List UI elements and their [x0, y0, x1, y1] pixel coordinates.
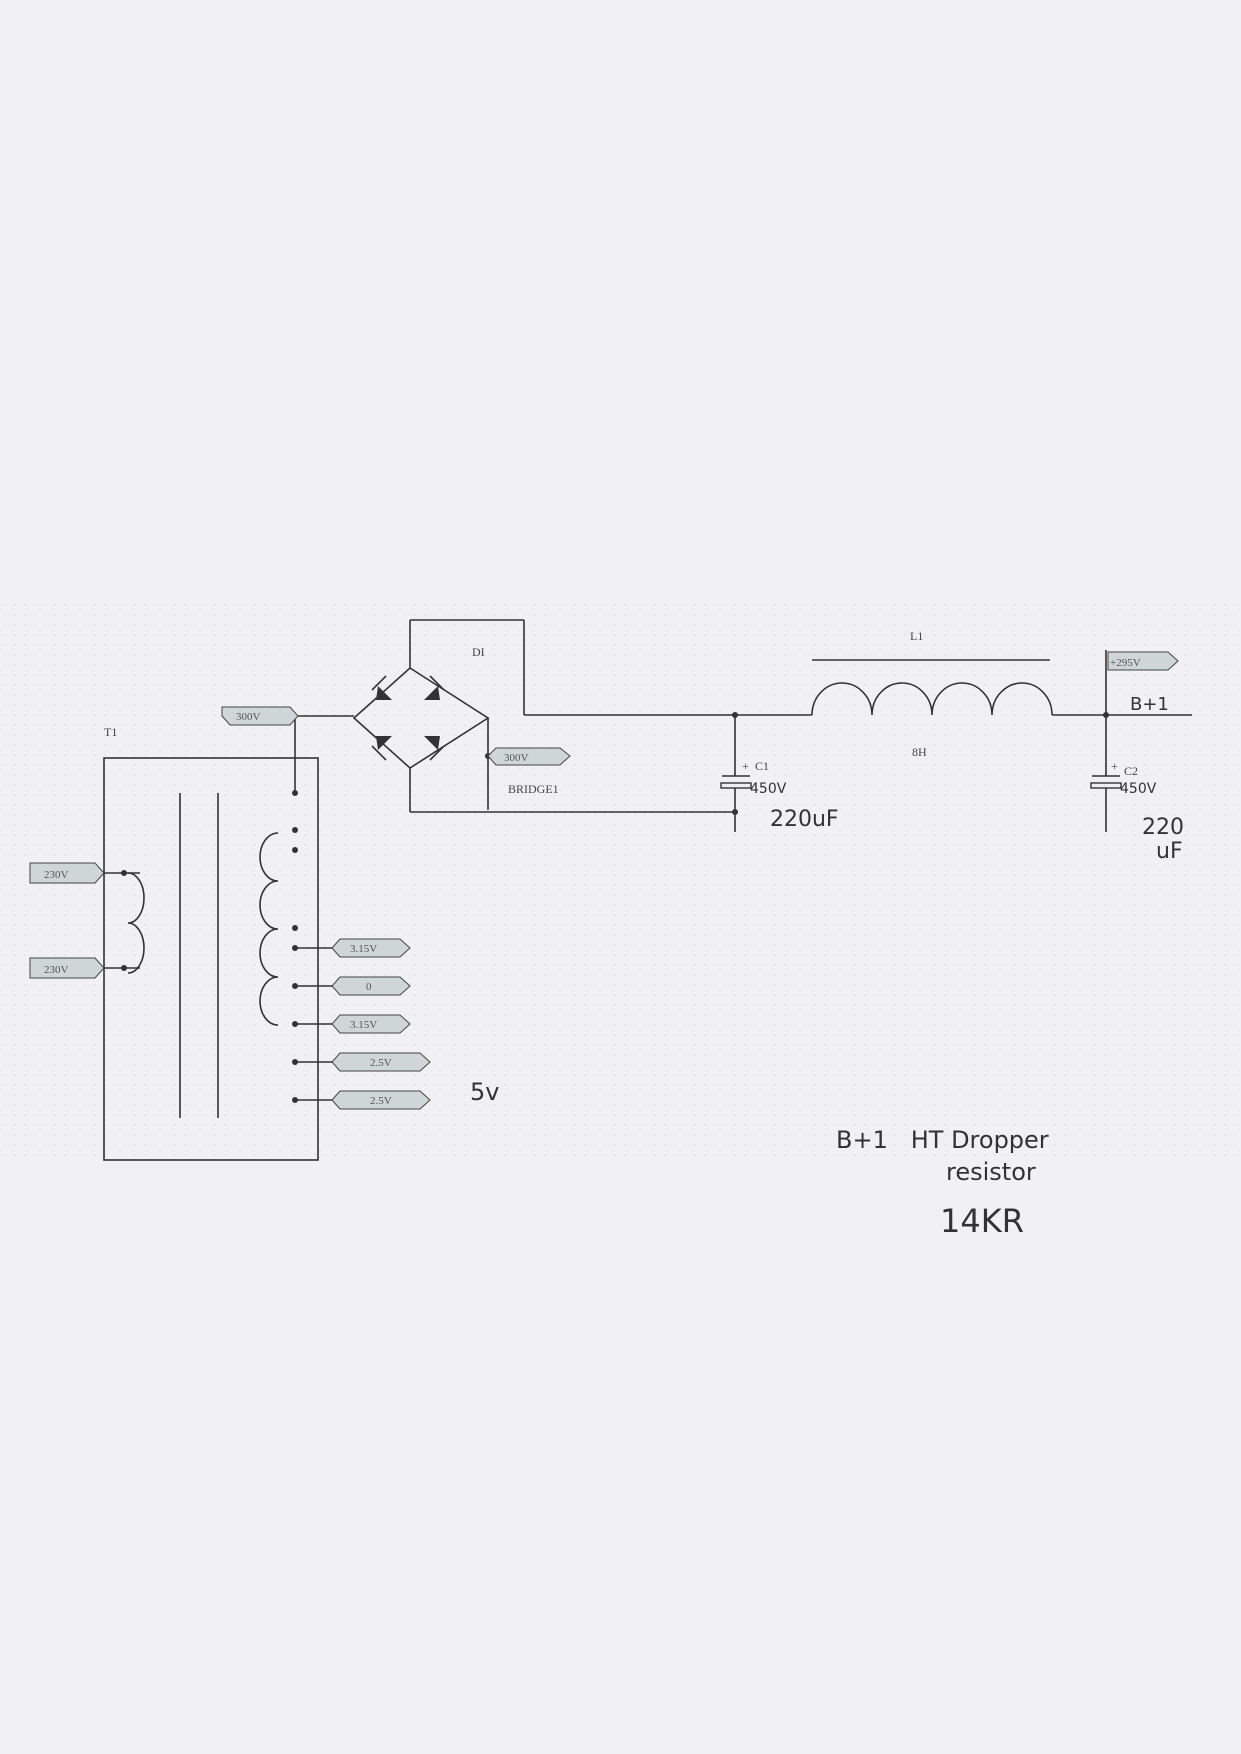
- c2-voltage: 450V: [1120, 781, 1157, 797]
- c2-value-line1: 220: [1142, 815, 1184, 840]
- capacitor-c1: + C1 450V 220uF: [720, 715, 839, 832]
- svg-text:230V: 230V: [44, 869, 69, 881]
- flag-rect-b: 2.5V: [331, 1090, 431, 1110]
- transformer-ref: T1: [104, 725, 117, 739]
- c1-ref: C1: [755, 759, 769, 773]
- flag-heater-a: 3.15V: [331, 938, 411, 958]
- flag-heater-ct: 0: [331, 976, 411, 996]
- svg-text:0: 0: [366, 981, 372, 993]
- c2-value-line2: uF: [1156, 839, 1183, 864]
- inductor-ref: L1: [910, 629, 923, 643]
- flag-hv-right: 300V: [487, 747, 571, 766]
- c1-voltage: 450V: [750, 781, 787, 797]
- note-line1: B+1 HT Dropper: [836, 1126, 1049, 1154]
- svg-text:230V: 230V: [44, 964, 69, 976]
- svg-text:300V: 300V: [236, 711, 261, 723]
- flag-in-bottom: 230V: [29, 957, 105, 979]
- flag-bplus-out: +295V: [1107, 651, 1179, 671]
- inductor-l1: L1 8H: [735, 629, 1106, 759]
- note-5v: 5v: [470, 1078, 499, 1106]
- diode-1-icon: [376, 686, 392, 700]
- flag-in-top: 230V: [29, 862, 105, 884]
- bridge-ref: DI: [472, 645, 485, 659]
- diode-3-icon: [376, 736, 392, 750]
- flag-hv-left: 300V: [221, 706, 299, 726]
- svg-text:+295V: +295V: [1110, 657, 1141, 669]
- bridge-rectifier: DI BRIDGE1: [298, 619, 559, 812]
- svg-text:2.5V: 2.5V: [370, 1095, 392, 1107]
- flag-heater-b: 3.15V: [331, 1014, 411, 1034]
- ht-secondary-winding: [259, 832, 279, 1026]
- output-label: B+1: [1130, 694, 1169, 715]
- flag-rect-a: 2.5V: [331, 1052, 431, 1072]
- bridge-name: BRIDGE1: [508, 782, 559, 796]
- c1-value: 220uF: [770, 807, 839, 832]
- capacitor-c2: + C2 450V 220 uF: [1090, 715, 1184, 864]
- diode-4-icon: [424, 736, 440, 750]
- note-line3: 14KR: [940, 1202, 1024, 1240]
- svg-text:+: +: [742, 759, 749, 773]
- svg-text:2.5V: 2.5V: [370, 1057, 392, 1069]
- note-line2: resistor: [946, 1158, 1036, 1186]
- diode-2-icon: [424, 686, 440, 700]
- svg-text:3.15V: 3.15V: [350, 943, 377, 955]
- primary-winding: [127, 872, 145, 974]
- dot-grid: [0, 600, 1241, 1160]
- svg-text:+: +: [1111, 759, 1118, 773]
- c2-ref: C2: [1124, 764, 1138, 778]
- svg-text:300V: 300V: [504, 752, 529, 764]
- inductor-value: 8H: [912, 745, 927, 759]
- transformer-t1: T1: [92, 715, 340, 1161]
- svg-text:3.15V: 3.15V: [350, 1019, 377, 1031]
